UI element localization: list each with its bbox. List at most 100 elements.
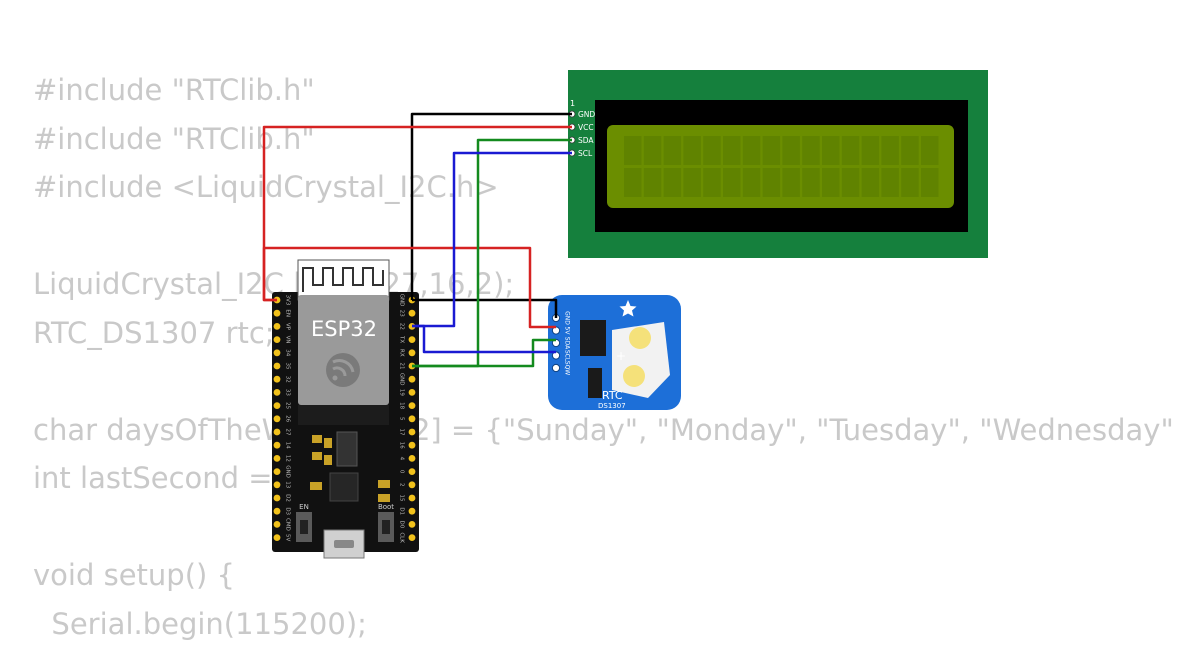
header-pin[interactable] xyxy=(409,521,416,528)
smd-component xyxy=(312,452,322,460)
header-pin[interactable] xyxy=(274,415,281,422)
en-button-label: EN xyxy=(299,503,309,511)
svg-text:SDA: SDA xyxy=(578,136,594,145)
header-pin[interactable] xyxy=(409,310,416,317)
pin-label: D0 xyxy=(399,521,405,529)
pin-label: VN xyxy=(285,336,291,344)
header-pin[interactable] xyxy=(274,521,281,528)
lcd-cell xyxy=(901,136,919,165)
rtc-pin-label: GND xyxy=(564,311,571,325)
header-pin[interactable] xyxy=(409,349,416,356)
pin-label: RX xyxy=(399,349,405,357)
boot-button[interactable] xyxy=(378,512,394,542)
header-pin[interactable] xyxy=(409,415,416,422)
lcd-cell xyxy=(644,168,662,197)
header-pin[interactable] xyxy=(274,310,281,317)
header-pin[interactable] xyxy=(274,363,281,370)
pin-label: 12 xyxy=(285,455,291,462)
rtc-pin-label: 5V xyxy=(564,327,571,336)
header-pin[interactable] xyxy=(274,495,281,502)
lcd-cell xyxy=(743,168,761,197)
lcd-module[interactable]: 1 GND VCC SDA SCL xyxy=(568,70,988,258)
lcd-cell xyxy=(664,136,682,165)
pin-label: 15 xyxy=(399,495,405,502)
esp32-module-base xyxy=(298,405,389,425)
lcd-cell xyxy=(664,168,682,197)
pin-label: 22 xyxy=(399,323,405,330)
lcd-cell xyxy=(921,136,939,165)
header-pin[interactable] xyxy=(274,429,281,436)
header-pin[interactable] xyxy=(409,508,416,515)
lcd-cell xyxy=(901,168,919,197)
header-pin[interactable] xyxy=(274,442,281,449)
header-pin[interactable] xyxy=(274,508,281,515)
header-pin[interactable] xyxy=(274,468,281,475)
smd-component xyxy=(324,455,332,465)
pin-label: 3V3 xyxy=(285,295,291,306)
header-pin[interactable] xyxy=(274,376,281,383)
lcd-cell xyxy=(683,168,701,197)
svg-text:SCL: SCL xyxy=(578,149,593,158)
header-pin[interactable] xyxy=(409,389,416,396)
wire-gnd-lcd[interactable] xyxy=(412,114,572,300)
header-pin[interactable] xyxy=(409,481,416,488)
pin-label: D3 xyxy=(285,507,291,515)
rtc-pin[interactable] xyxy=(552,364,559,371)
pin-label: VP xyxy=(285,323,291,331)
header-pin[interactable] xyxy=(409,402,416,409)
lcd-cell xyxy=(624,136,642,165)
header-pin[interactable] xyxy=(409,442,416,449)
pin-label: D1 xyxy=(399,507,405,515)
header-pin[interactable] xyxy=(409,534,416,541)
wire-gnd-rtc[interactable] xyxy=(412,300,556,318)
header-pin[interactable] xyxy=(409,455,416,462)
lcd-cell xyxy=(802,168,820,197)
svg-text:+: + xyxy=(616,349,626,363)
svg-text:GND: GND xyxy=(578,110,595,119)
lcd-pin1-label: 1 xyxy=(570,99,575,108)
pin-label: 5 xyxy=(399,417,405,421)
header-pin[interactable] xyxy=(274,534,281,541)
smd-component xyxy=(310,482,322,490)
esp32-chip-label: ESP32 xyxy=(311,317,377,341)
lcd-cell xyxy=(782,168,800,197)
lcd-cell xyxy=(782,136,800,165)
lcd-cell xyxy=(862,136,880,165)
header-pin[interactable] xyxy=(274,323,281,330)
header-pin[interactable] xyxy=(274,389,281,396)
header-pin[interactable] xyxy=(409,336,416,343)
header-pin[interactable] xyxy=(274,481,281,488)
lcd-cell xyxy=(644,136,662,165)
lcd-cell xyxy=(881,136,899,165)
micro-usb-port[interactable] xyxy=(324,530,364,558)
pin-label: 17 xyxy=(399,429,405,436)
lcd-cell xyxy=(723,168,741,197)
pin-label: 5V xyxy=(285,534,291,541)
header-pin[interactable] xyxy=(409,495,416,502)
esp32-module-shield xyxy=(298,295,389,405)
header-pin[interactable] xyxy=(274,336,281,343)
header-pin[interactable] xyxy=(274,349,281,356)
pin-label: 32 xyxy=(285,376,291,383)
pin-label: 23 xyxy=(399,310,405,317)
lcd-cell xyxy=(842,168,860,197)
header-pin[interactable] xyxy=(409,376,416,383)
pin-label: CMD xyxy=(285,518,291,531)
lcd-cell xyxy=(763,168,781,197)
lcd-cell xyxy=(723,136,741,165)
lcd-cell xyxy=(703,136,721,165)
lcd-cell xyxy=(921,168,939,197)
header-pin[interactable] xyxy=(409,468,416,475)
pin-label: CLK xyxy=(399,532,405,543)
pin-label: 35 xyxy=(285,363,291,370)
pin-label: 18 xyxy=(399,402,405,409)
rtc-model: DS1307 xyxy=(598,402,626,410)
rtc-pin-label: SQW xyxy=(564,361,571,376)
en-button[interactable] xyxy=(296,512,312,542)
header-pin[interactable] xyxy=(409,429,416,436)
header-pin[interactable] xyxy=(274,455,281,462)
lcd-cell xyxy=(802,136,820,165)
header-pin[interactable] xyxy=(274,402,281,409)
